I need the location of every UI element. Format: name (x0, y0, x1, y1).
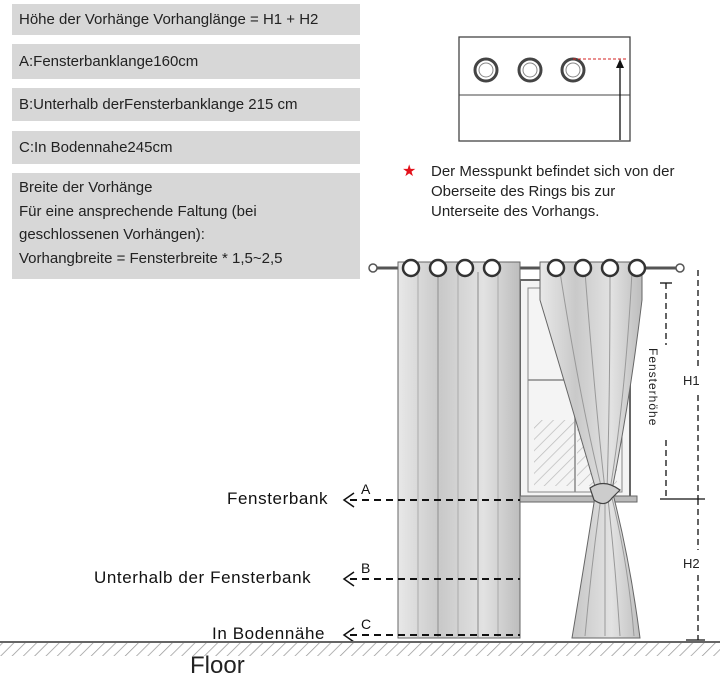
ring-icon (473, 57, 499, 83)
letter-b: B (361, 560, 371, 576)
label-bodennahe: In Bodennähe (212, 624, 326, 643)
arrow-left-icon (342, 492, 355, 643)
star-icon: ★ (402, 163, 417, 180)
option-a-box: A:Fensterbanklange160cm (12, 44, 360, 79)
letter-a: A (361, 481, 371, 497)
width-line: Vorhangbreite = Fensterbreite * 1,5~2,5 (19, 249, 283, 267)
ring-icon (560, 57, 586, 83)
option-b-text: B:Unterhalb derFensterbanklange 215 cm (19, 96, 298, 113)
label-h1: H1 (683, 373, 700, 388)
ring-detail-diagram (458, 36, 631, 142)
option-c-box: C:In Bodennahe245cm (12, 131, 360, 164)
ring-icon (517, 57, 543, 83)
ring-icon (627, 258, 647, 278)
width-line: geschlossenen Vorhängen): (19, 226, 205, 243)
width-line: Für eine ansprechende Faltung (bei (19, 202, 257, 220)
formula-box: Höhe der Vorhänge Vorhanglänge = H1 + H2 (12, 4, 360, 35)
note-line: Unterseite des Vorhangs. (431, 203, 600, 220)
ring-icon (482, 258, 502, 278)
formula-text: Höhe der Vorhänge Vorhanglänge = H1 + H2 (19, 11, 319, 28)
ring-icon (546, 258, 566, 278)
label-h2: H2 (683, 556, 700, 571)
measurement-lines (350, 499, 520, 636)
label-fensterhohe: Fensterhöhe (646, 348, 660, 427)
right-curtain-panel (539, 258, 647, 639)
width-line: Breite der Vorhänge (19, 179, 153, 196)
label-floor: Floor (190, 652, 245, 679)
ring-icon (573, 258, 593, 278)
label-fensterbank: Fensterbank (227, 489, 329, 508)
note-line: Der Messpunkt befindet sich von der (431, 163, 675, 180)
width-box: Breite der Vorhänge Für eine ansprechend… (12, 173, 360, 279)
dimension-lines (660, 270, 705, 641)
option-a-text: A:Fensterbanklange160cm (19, 53, 199, 70)
floor (0, 641, 720, 656)
ring-icon (455, 258, 475, 278)
letter-c: C (361, 616, 372, 632)
left-curtain-panel (397, 258, 521, 639)
note-line: Oberseite des Rings bis zur (431, 183, 616, 200)
ring-icon (428, 258, 448, 278)
label-unterhalb: Unterhalb der Fensterbank (94, 568, 312, 587)
option-b-box: B:Unterhalb derFensterbanklange 215 cm (12, 88, 360, 121)
ring-icon (401, 258, 421, 278)
ring-icon (600, 258, 620, 278)
option-c-text: C:In Bodennahe245cm (19, 139, 173, 156)
